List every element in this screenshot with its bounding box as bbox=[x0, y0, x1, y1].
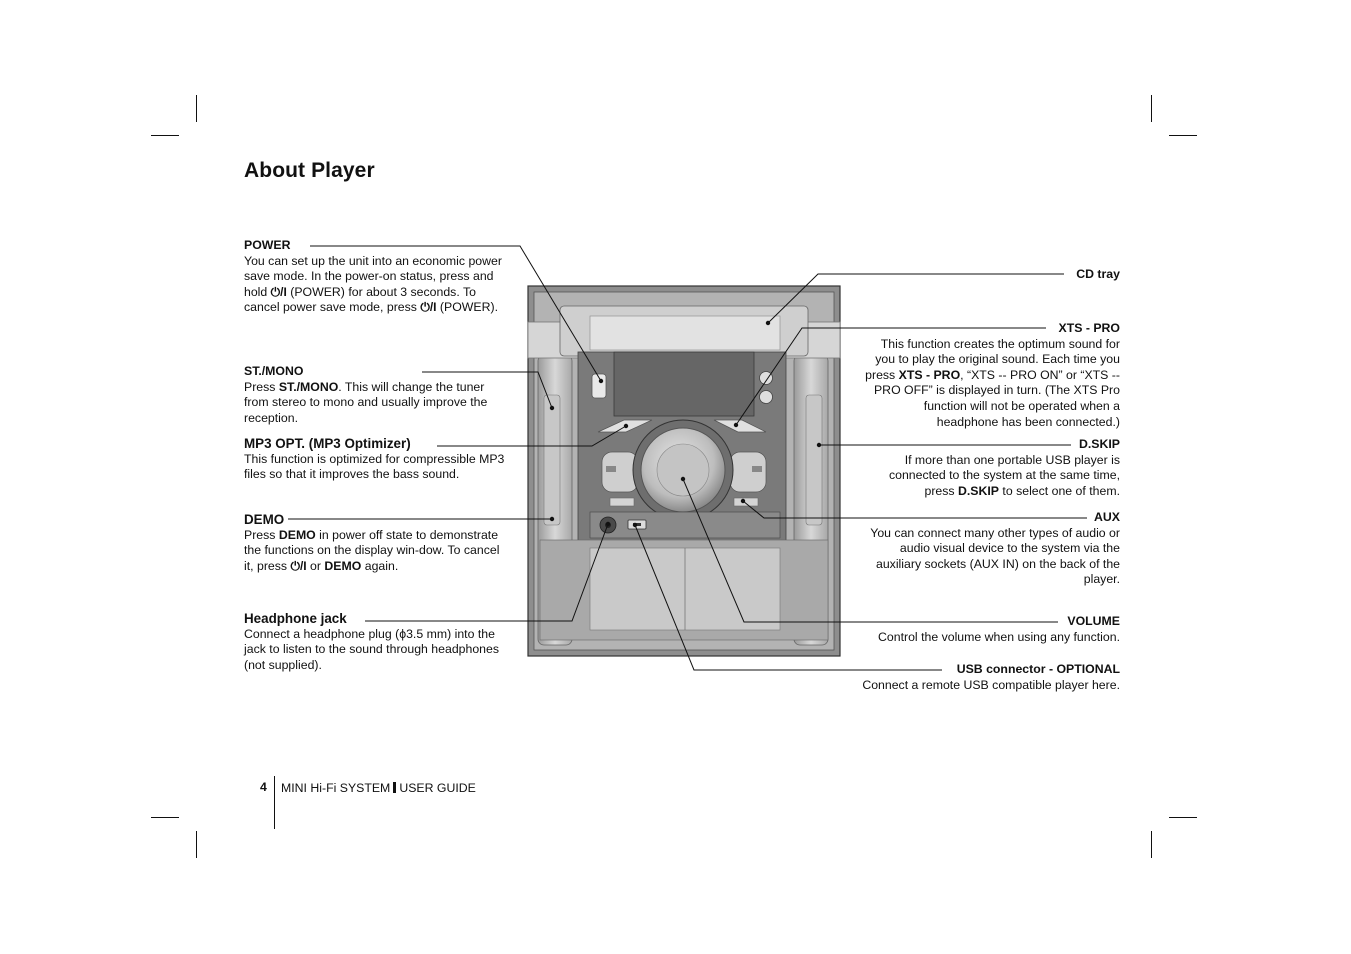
crop-mark bbox=[1169, 817, 1197, 818]
crop-mark bbox=[1151, 95, 1152, 122]
power-heading: POWER bbox=[244, 238, 291, 252]
display-window bbox=[613, 351, 755, 417]
xts-heading: XTS - PRO bbox=[1058, 321, 1121, 335]
xts-section: XTS - PRO This function creates the opti… bbox=[860, 321, 1120, 430]
demo-description: Press DEMO in power off state to demonst… bbox=[244, 527, 500, 573]
volume-description: Control the volume when using any functi… bbox=[878, 629, 1120, 644]
volume-section: VOLUME Control the volume when using any… bbox=[860, 614, 1120, 645]
crop-mark bbox=[1169, 135, 1197, 136]
stmono-heading: ST./MONO bbox=[244, 364, 304, 378]
stmono-description: Press ST./MONO. This will change the tun… bbox=[244, 379, 488, 425]
demo-heading: DEMO bbox=[244, 512, 285, 527]
crop-mark bbox=[196, 831, 197, 858]
mp3-description: This function is optimized for compressi… bbox=[244, 451, 505, 482]
xts-pro-button[interactable] bbox=[713, 419, 767, 433]
mp3-section: MP3 OPT. (MP3 Optimizer) This function i… bbox=[244, 436, 509, 483]
power-symbol-icon: ⏻/I bbox=[420, 300, 437, 315]
headphone-heading: Headphone jack bbox=[244, 611, 347, 626]
headphone-description: Connect a headphone plug (ϕ3.5 mm) into … bbox=[244, 626, 500, 672]
footer-bar-icon bbox=[393, 782, 397, 793]
aux-heading: AUX bbox=[1094, 510, 1120, 524]
usb-section: USB connector - OPTIONAL Connect a remot… bbox=[860, 662, 1120, 693]
callout-lines bbox=[288, 245, 1087, 671]
power-description: You can set up the unit into an economic… bbox=[244, 253, 502, 315]
power-symbol-icon: ⏻/I bbox=[270, 284, 287, 299]
xts-description: This function creates the optimum sound … bbox=[865, 336, 1120, 429]
power-symbol-icon: ⏻/I bbox=[290, 558, 307, 573]
round-button[interactable] bbox=[759, 390, 773, 404]
cdtray-section: CD tray bbox=[860, 267, 1120, 283]
crop-mark bbox=[1151, 831, 1152, 858]
dskip-heading: D.SKIP bbox=[1079, 437, 1120, 451]
crop-mark bbox=[151, 817, 179, 818]
cdtray-heading: CD tray bbox=[1076, 267, 1120, 281]
usb-heading: USB connector - OPTIONAL bbox=[956, 662, 1120, 676]
page-number: 4 bbox=[260, 780, 267, 794]
mp3-heading: MP3 OPT. (MP3 Optimizer) bbox=[244, 436, 411, 451]
callout-dots bbox=[549, 320, 822, 528]
footer-divider bbox=[274, 776, 275, 829]
page-title: About Player bbox=[244, 159, 375, 182]
demo-section: DEMO Press DEMO in power off state to de… bbox=[244, 512, 509, 574]
dskip-section: D.SKIP If more than one portable USB pla… bbox=[860, 437, 1120, 499]
aux-description: You can connect many other types of audi… bbox=[870, 525, 1120, 587]
aux-section: AUX You can connect many other types of … bbox=[860, 510, 1120, 588]
volume-heading: VOLUME bbox=[1067, 614, 1120, 628]
crop-mark bbox=[151, 135, 179, 136]
crop-mark bbox=[196, 95, 197, 122]
usb-description: Connect a remote USB compatible player h… bbox=[862, 677, 1120, 692]
dskip-description: If more than one portable USB player is … bbox=[888, 452, 1120, 498]
headphone-section: Headphone jack Connect a headphone plug … bbox=[244, 611, 509, 673]
round-button[interactable] bbox=[759, 371, 773, 385]
stmono-section: ST./MONO Press ST./MONO. This will chang… bbox=[244, 364, 509, 426]
power-section: POWER You can set up the unit into an ec… bbox=[244, 238, 509, 316]
